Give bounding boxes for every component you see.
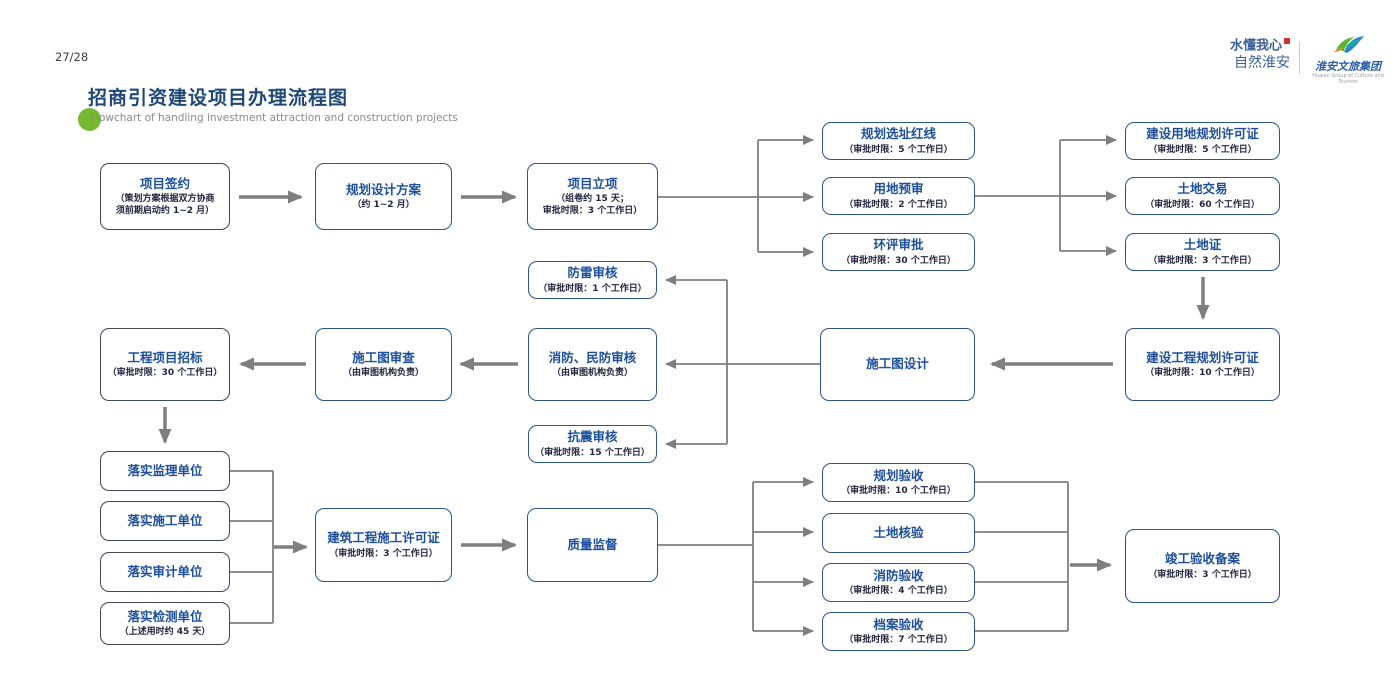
node-title: 质量监督 [567,536,618,552]
node-completion-filing: 竣工验收备案 （审批时限：3 个工作日） [1125,529,1280,603]
node-planning-design-scheme: 规划设计方案 （约 1~2 月） [315,163,452,230]
node-eia-approval: 环评审批 （审批时限：30 个工作日） [822,233,975,271]
node-lightning-review: 防雷审核 （审批时限：1 个工作日） [528,261,657,299]
node-construction-planning-permit: 建设工程规划许可证 （审批时限：10 个工作日） [1125,328,1280,401]
node-sub: （审批时限：5 个工作日） [844,144,953,155]
node-sub: （由审图机构负责） [551,368,633,379]
node-sub: （审批时限：4 个工作日） [844,586,953,597]
node-sub: （上述用时约 45 天） [119,627,211,638]
node-seismic-review: 抗震审核 （审批时限：15 个工作日） [528,425,657,463]
node-testing-unit: 落实检测单位 （上述用时约 45 天） [100,602,230,645]
node-title: 落实检测单位 [127,608,203,624]
node-title: 防雷审核 [567,265,618,281]
node-sub: （审批时限：10 个工作日） [1145,368,1260,379]
node-supervision-unit: 落实监理单位 [100,451,230,491]
node-construction-permit: 建筑工程施工许可证 （审批时限：3 个工作日） [315,508,452,582]
page-title: 招商引资建设项目办理流程图 [88,87,349,109]
bird-leaf-logo-icon [1334,36,1364,53]
page-subtitle-en: Flowchart of handling investment attract… [90,112,458,124]
node-title: 规划选址红线 [860,126,936,142]
node-title: 消防、民防审核 [548,349,637,365]
node-title: 施工图审查 [352,349,415,365]
group-logo-name: 淮安文旅集团 [1315,60,1381,73]
brand-slogan-line1: 水懂我心 [1229,38,1282,54]
node-sub: （约 1~2 月） [352,200,415,211]
node-title: 落实监理单位 [127,462,203,478]
node-sub: （审批时限：2 个工作日） [844,199,953,210]
node-sub: （策划方案根据双方协商 须前期启动约 1~2 月） [115,193,215,217]
node-sub: （审批时限：15 个工作日） [535,447,650,458]
green-dot-decoration [78,108,101,131]
node-title: 环评审批 [873,237,924,253]
node-sub: （审批时限：1 个工作日） [538,283,647,294]
node-project-bidding: 工程项目招标 （审批时限：30 个工作日） [100,328,230,401]
node-sub: （审批时限：60 个工作日） [1145,199,1260,210]
node-quality-supervision: 质量监督 [527,508,658,582]
node-sub: （审批时限：3 个工作日） [1148,569,1257,580]
node-title: 竣工验收备案 [1164,551,1240,567]
node-title: 土地证 [1183,237,1222,253]
node-land-planning-permit: 建设用地规划许可证 （审批时限：5 个工作日） [1125,122,1280,160]
node-sub: （审批时限：30 个工作日） [841,255,956,266]
node-title: 消防验收 [873,567,924,583]
node-sub: （审批时限：10 个工作日） [841,486,956,497]
brand-slogan-line2: 自然淮安 [1234,54,1290,71]
red-seal-icon [1284,38,1290,44]
node-title: 建筑工程施工许可证 [327,530,440,546]
node-title: 建设用地规划许可证 [1146,126,1259,142]
node-land-pre-review: 用地预审 （审批时限：2 个工作日） [822,177,975,215]
node-project-signing: 项目签约 （策划方案根据双方协商 须前期启动约 1~2 月） [100,163,230,230]
group-logo: 淮安文旅集团 Huaian Group of Culture and Touri… [1308,34,1388,85]
node-drawing-examination: 施工图审查 （由审图机构负责） [315,328,452,401]
node-title: 抗震审核 [567,429,618,445]
node-project-approval: 项目立项 （组卷约 15 天； 审批时限：3 个工作日） [527,163,658,230]
node-fire-acceptance: 消防验收 （审批时限：4 个工作日） [822,563,975,602]
node-sub: （审批时限：5 个工作日） [1148,144,1257,155]
node-title: 建设工程规划许可证 [1146,349,1259,365]
node-sub: （组卷约 15 天； 审批时限：3 个工作日） [542,193,643,217]
node-site-red-line: 规划选址红线 （审批时限：5 个工作日） [822,122,975,160]
node-title: 落实施工单位 [127,512,203,528]
node-title: 规划验收 [873,467,924,483]
group-logo-subtext: Huaian Group of Culture and Tourism [1312,73,1384,86]
node-title: 土地交易 [1177,181,1228,197]
node-land-verification: 土地核验 [822,513,975,553]
page-number: 27/28 [55,50,89,64]
node-land-certificate: 土地证 （审批时限：3 个工作日） [1125,233,1280,271]
node-planning-acceptance: 规划验收 （审批时限：10 个工作日） [822,463,975,502]
node-audit-unit: 落实审计单位 [100,552,230,592]
node-title: 项目立项 [567,175,618,191]
brand-divider [1299,42,1300,74]
node-title: 落实审计单位 [127,563,203,579]
node-construction-unit: 落实施工单位 [100,501,230,541]
node-title: 项目签约 [139,175,190,191]
node-fire-civil-defense-review: 消防、民防审核 （由审图机构负责） [528,328,657,401]
node-title: 施工图设计 [866,356,929,372]
node-sub: （审批时限：7 个工作日） [844,635,953,646]
node-sub: （审批时限：3 个工作日） [329,548,438,559]
node-title: 土地核验 [873,524,924,540]
node-title: 规划设计方案 [345,181,421,197]
node-title: 用地预审 [873,181,924,197]
node-sub: （审批时限：3 个工作日） [1148,255,1257,266]
node-sub: （由审图机构负责） [342,368,424,379]
node-construction-drawing-design: 施工图设计 [820,328,975,401]
node-archive-acceptance: 档案验收 （审批时限：7 个工作日） [822,612,975,651]
brand-slogan-logo: 水懂我心 自然淮安 [1208,38,1290,72]
node-title: 档案验收 [873,616,924,632]
node-title: 工程项目招标 [127,349,203,365]
node-land-transaction: 土地交易 （审批时限：60 个工作日） [1125,177,1280,215]
node-sub: （审批时限：30 个工作日） [107,368,223,379]
